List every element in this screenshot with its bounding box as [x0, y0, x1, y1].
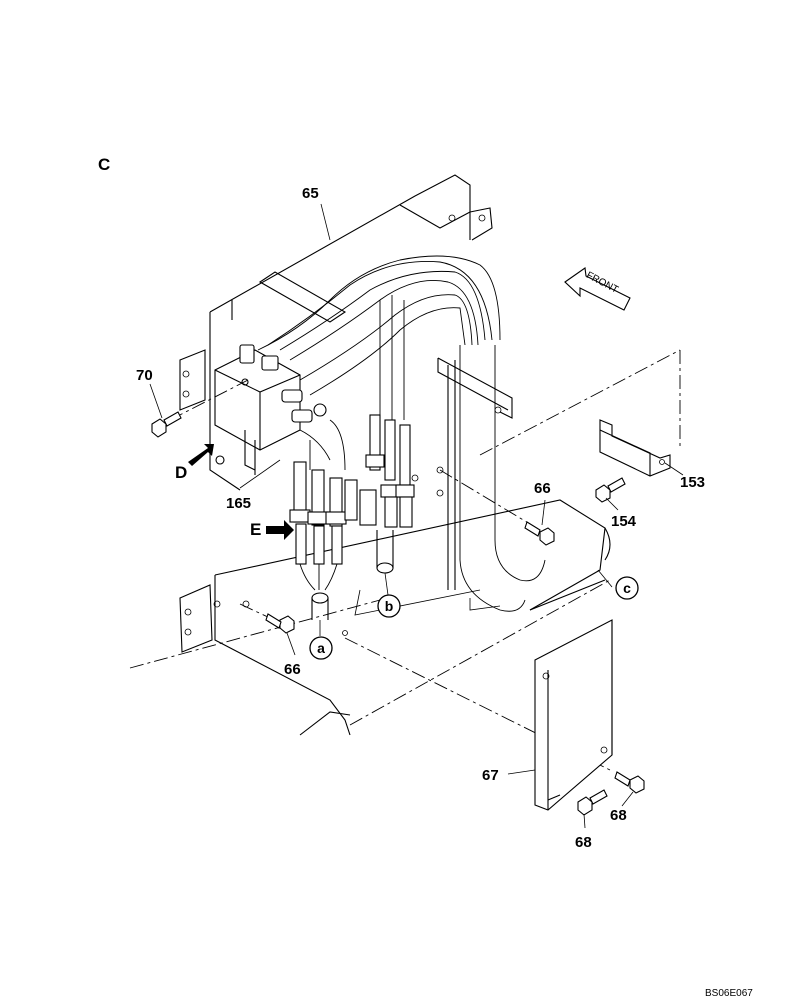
view-arrow-d-icon	[188, 444, 214, 466]
leader-lines	[149, 203, 684, 829]
ref-circle-a: a	[309, 636, 333, 660]
view-arrow-e-icon	[266, 520, 294, 540]
part-label-66-bottom: 66	[284, 661, 301, 678]
mounting-frame	[179, 174, 513, 653]
part-label-165: 165	[226, 495, 251, 512]
view-label-e: E	[250, 520, 261, 539]
bolt-154	[595, 477, 626, 503]
part-label-70: 70	[136, 367, 153, 384]
drawing-code: BS06E067	[705, 988, 753, 999]
hose-bundle	[257, 255, 546, 612]
bolt-68-right	[614, 771, 645, 794]
ref-b-label: b	[385, 598, 394, 614]
ref-a-label: a	[317, 640, 325, 656]
bolt-70	[151, 411, 182, 438]
base-plate	[214, 499, 611, 736]
part-label-154: 154	[611, 513, 637, 530]
part-label-65: 65	[302, 185, 319, 202]
part-label-66-top: 66	[534, 480, 551, 497]
connector-group-b	[359, 414, 415, 596]
section-label: C	[98, 155, 110, 174]
bolt-66-bottom	[265, 613, 295, 634]
view-label-d: D	[175, 463, 187, 482]
part-label-68-bottom: 68	[575, 834, 592, 851]
connector-group-a	[289, 461, 358, 636]
bracket-153	[599, 419, 671, 477]
bolt-68-bottom	[577, 789, 608, 816]
ref-c-label: c	[623, 580, 631, 596]
cover-plate-67	[534, 619, 613, 811]
center-lines	[129, 349, 681, 771]
ref-circle-c: c	[615, 576, 639, 600]
part-label-153: 153	[680, 474, 705, 491]
ref-circle-b: b	[377, 594, 401, 618]
part-label-67: 67	[482, 767, 499, 784]
front-arrow-icon	[564, 267, 631, 311]
bolt-66-top	[524, 521, 555, 546]
part-label-68-right: 68	[610, 807, 627, 824]
valve-block	[214, 344, 327, 475]
